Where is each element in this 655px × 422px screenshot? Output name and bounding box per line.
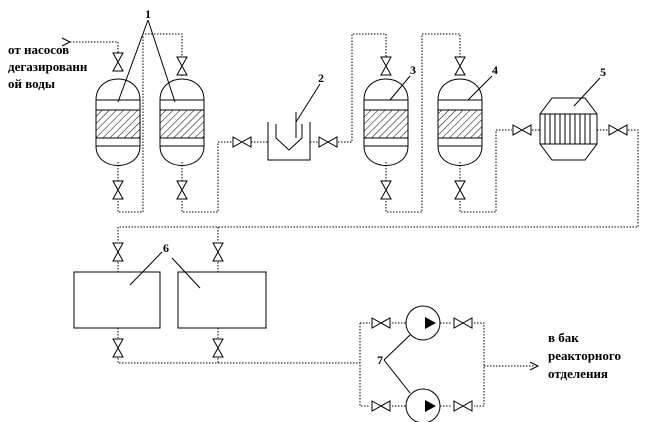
filter-1b	[159, 78, 205, 166]
filter-3	[363, 78, 409, 166]
callout-3: 3	[410, 63, 416, 77]
heat-exchanger-5	[539, 97, 598, 161]
flow-arrows	[61, 37, 540, 371]
leader-lines	[117, 19, 601, 394]
storage-tank-6b	[177, 271, 267, 329]
pump-7a	[405, 305, 441, 341]
storage-tank-6a	[73, 271, 161, 329]
callout-6: 6	[163, 241, 169, 255]
inlet-label-line2: дегазированн	[8, 59, 88, 74]
inlet-label-line1: от насосов	[8, 42, 69, 57]
callout-2: 2	[318, 71, 324, 85]
callout-1: 1	[145, 7, 151, 21]
inlet-label-line3: ой воды	[8, 76, 55, 91]
filter-4	[437, 78, 483, 166]
pump-7b	[405, 388, 441, 422]
callout-5: 5	[600, 65, 606, 79]
callout-7: 7	[377, 353, 383, 367]
callout-4: 4	[492, 63, 498, 77]
outlet-label-line1: в бак	[548, 330, 579, 345]
reagent-tank-2	[267, 112, 311, 161]
outlet-label-line3: отделения	[548, 366, 608, 381]
filter-1a	[95, 78, 141, 166]
outlet-label-line2: реакторного	[548, 348, 621, 363]
